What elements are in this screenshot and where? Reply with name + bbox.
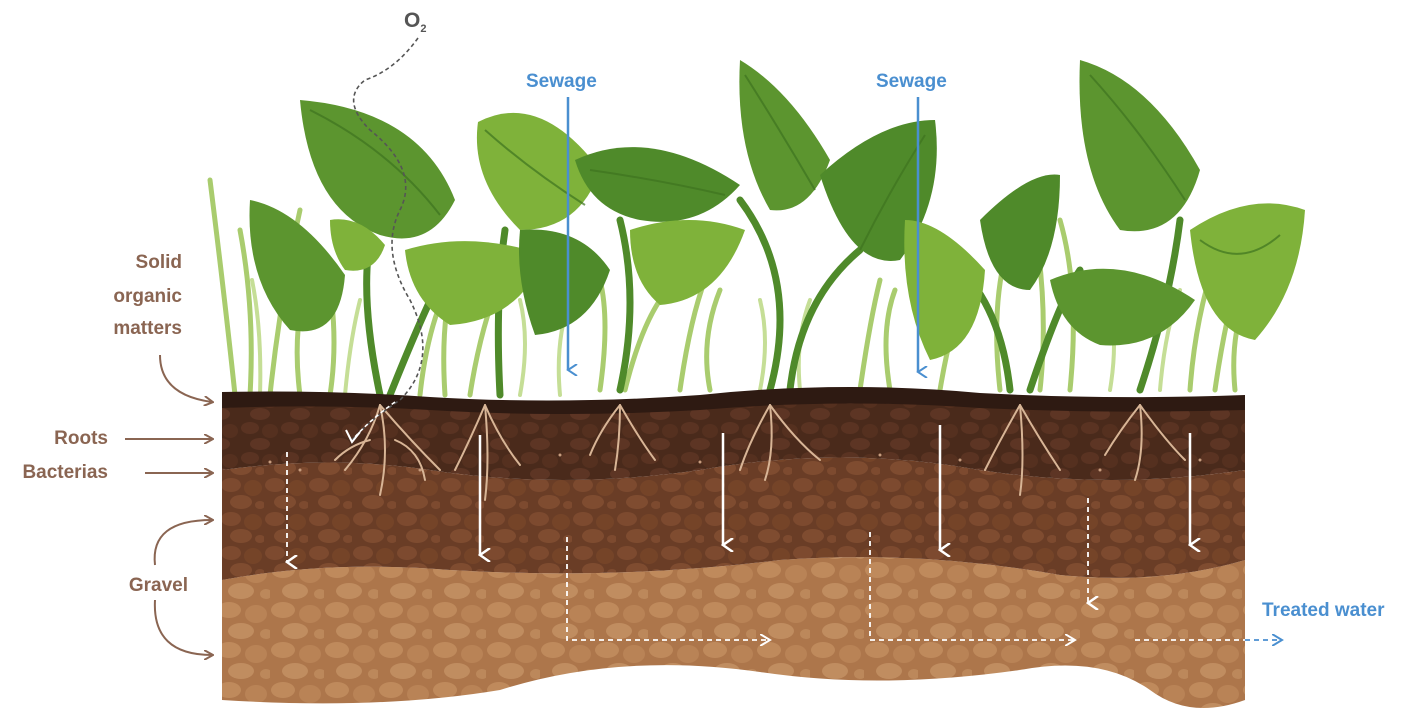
solid-organic-label-line3: matters xyxy=(113,316,182,342)
gravel-arrow-upper xyxy=(155,520,212,565)
solid-organic-label-line2: organic xyxy=(113,284,182,310)
gravel-arrow-lower xyxy=(155,600,212,655)
sewage-label-left: Sewage xyxy=(526,69,597,95)
sewage-label-right: Sewage xyxy=(876,69,947,95)
gravel-layer-light xyxy=(222,557,1245,708)
gravel-label: Gravel xyxy=(129,573,188,599)
solid-organic-arrow xyxy=(160,355,212,402)
roots-label: Roots xyxy=(54,426,108,452)
bacterias-label: Bacterias xyxy=(22,460,108,486)
solid-organic-label-line1: Solid xyxy=(136,250,182,276)
oxygen-label: O2 xyxy=(404,8,426,42)
treated-water-label: Treated water xyxy=(1262,598,1385,624)
